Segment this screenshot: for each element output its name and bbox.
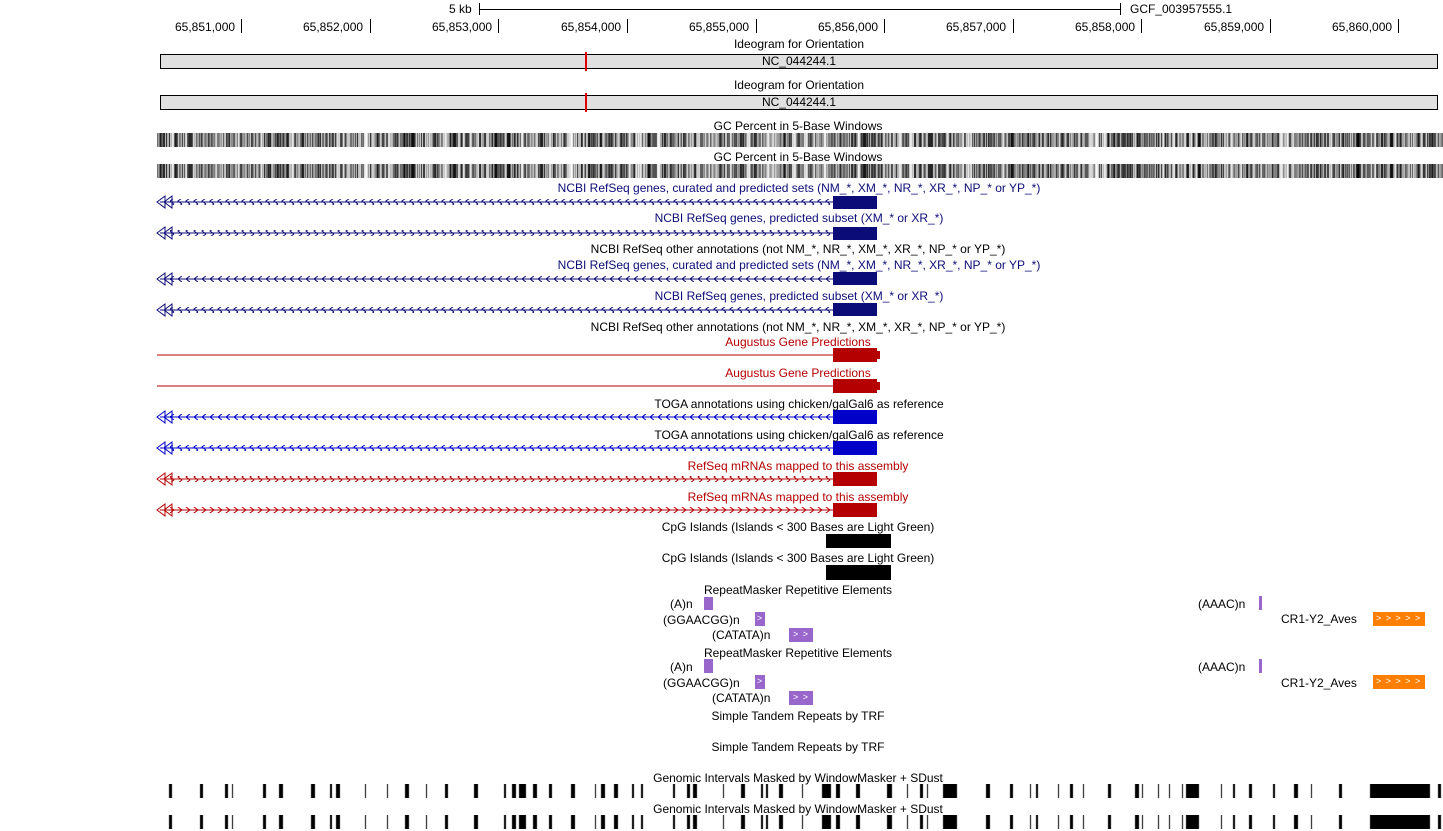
chrom-label: NC_044244.1 <box>761 54 837 68</box>
repeat-element[interactable]: > <box>755 675 765 689</box>
scale-bar <box>479 9 1120 10</box>
ruler-position: 65,858,000 <box>1075 20 1136 34</box>
repeat-element[interactable]: > > > > > > <box>1373 612 1425 636</box>
ruler-position: 65,857,000 <box>946 20 1007 34</box>
repeat-label: (A)n <box>670 660 693 674</box>
track-title-refseq-predicted[interactable]: NCBI RefSeq genes, predicted subset (XM_… <box>654 211 944 225</box>
repeat-label: (GGAACGG)n <box>663 613 740 627</box>
track-title-gc[interactable]: GC Percent in 5-Base Windows <box>713 150 883 164</box>
gene-refseq-predicted[interactable] <box>156 226 877 240</box>
gene-toga[interactable] <box>156 441 877 455</box>
ruler-position: 65,860,000 <box>1332 20 1393 34</box>
ideogram-position-marker <box>585 52 587 71</box>
gc-percent-track[interactable] <box>157 133 1443 147</box>
cpg-island[interactable] <box>826 565 891 580</box>
repeat-label: CR1-Y2_Aves <box>1281 612 1357 626</box>
track-title-refseq-curated[interactable]: NCBI RefSeq genes, curated and predicted… <box>557 181 1041 195</box>
gene-augustus[interactable] <box>157 348 880 362</box>
track-title-refseq-mrna[interactable]: RefSeq mRNAs mapped to this assembly <box>687 490 909 504</box>
track-title-augustus[interactable]: Augustus Gene Predictions <box>725 335 871 349</box>
track-title-refseq-other[interactable]: NCBI RefSeq other annotations (not NM_*,… <box>590 242 1006 256</box>
gene-toga[interactable] <box>156 410 877 424</box>
repeat-element[interactable]: > > > <box>789 691 813 715</box>
repeat-label: (CATATA)n <box>712 628 771 642</box>
track-title-refseq-other[interactable]: NCBI RefSeq other annotations (not NM_*,… <box>590 320 1006 334</box>
track-title-repeatmasker[interactable]: RepeatMasker Repetitive Elements <box>703 646 893 660</box>
repeat-element[interactable]: > <box>755 612 765 626</box>
gene-refseq-predicted[interactable] <box>156 303 877 317</box>
ideogram-position-marker <box>585 93 587 112</box>
gc-percent-track[interactable] <box>157 164 1443 178</box>
ruler-position: 65,854,000 <box>561 20 622 34</box>
windowmasker-track[interactable] <box>157 815 1443 829</box>
gene-augustus[interactable] <box>157 379 880 393</box>
ruler-position: 65,852,000 <box>303 20 364 34</box>
repeat-element[interactable] <box>704 597 713 610</box>
track-title-refseq-predicted[interactable]: NCBI RefSeq genes, predicted subset (XM_… <box>654 289 944 303</box>
repeat-label: (CATATA)n <box>712 691 771 705</box>
gene-refseq-mrna[interactable] <box>156 503 877 517</box>
track-title-toga[interactable]: TOGA annotations using chicken/galGal6 a… <box>654 397 944 411</box>
scale-label: 5 kb <box>449 2 472 16</box>
gene-refseq-curated[interactable] <box>156 272 877 286</box>
track-title-cpg[interactable]: CpG Islands (Islands < 300 Bases are Lig… <box>661 551 935 565</box>
repeat-element[interactable] <box>704 659 713 673</box>
ideogram[interactable]: NC_044244.1 <box>160 93 1438 112</box>
track-title-toga[interactable]: TOGA annotations using chicken/galGal6 a… <box>654 428 944 442</box>
chrom-label: NC_044244.1 <box>761 95 837 109</box>
track-title-refseq-curated[interactable]: NCBI RefSeq genes, curated and predicted… <box>557 258 1041 272</box>
repeat-element[interactable] <box>1259 659 1262 673</box>
track-title-augustus[interactable]: Augustus Gene Predictions <box>725 366 871 380</box>
assembly-label: GCF_003957555.1 <box>1130 2 1233 16</box>
cpg-island[interactable] <box>826 534 891 548</box>
track-title-cpg[interactable]: CpG Islands (Islands < 300 Bases are Lig… <box>661 520 935 534</box>
repeat-label: (AAAC)n <box>1198 660 1246 674</box>
ruler-position: 65,855,000 <box>689 20 750 34</box>
repeat-element[interactable]: > > > > > > <box>1373 675 1425 699</box>
gene-refseq-mrna[interactable] <box>156 472 877 486</box>
track-title-trf[interactable]: Simple Tandem Repeats by TRF <box>711 740 885 754</box>
gene-refseq-curated[interactable] <box>156 195 877 209</box>
track-title-ideogram[interactable]: Ideogram for Orientation <box>733 78 865 92</box>
track-title-windowmasker[interactable]: Genomic Intervals Masked by WindowMasker… <box>653 771 943 785</box>
ruler-position: 65,853,000 <box>432 20 493 34</box>
repeat-label: CR1-Y2_Aves <box>1281 676 1357 690</box>
track-title-windowmasker[interactable]: Genomic Intervals Masked by WindowMasker… <box>653 802 943 816</box>
ruler-position: 65,856,000 <box>818 20 879 34</box>
track-title-repeatmasker[interactable]: RepeatMasker Repetitive Elements <box>703 583 893 597</box>
repeat-label: (AAAC)n <box>1198 597 1246 611</box>
track-title-gc[interactable]: GC Percent in 5-Base Windows <box>713 119 883 133</box>
ideogram[interactable]: NC_044244.1 <box>160 52 1438 71</box>
ruler-position: 65,859,000 <box>1204 20 1265 34</box>
track-title-trf[interactable]: Simple Tandem Repeats by TRF <box>711 709 885 723</box>
repeat-element[interactable]: > > > <box>789 628 813 652</box>
repeat-label: (GGAACGG)n <box>663 676 740 690</box>
windowmasker-track[interactable] <box>157 784 1443 798</box>
ruler-position: 65,851,000 <box>175 20 236 34</box>
track-title-refseq-mrna[interactable]: RefSeq mRNAs mapped to this assembly <box>687 459 909 473</box>
track-title-ideogram[interactable]: Ideogram for Orientation <box>733 37 865 51</box>
repeat-label: (A)n <box>670 597 693 611</box>
repeat-element[interactable] <box>1259 596 1262 610</box>
